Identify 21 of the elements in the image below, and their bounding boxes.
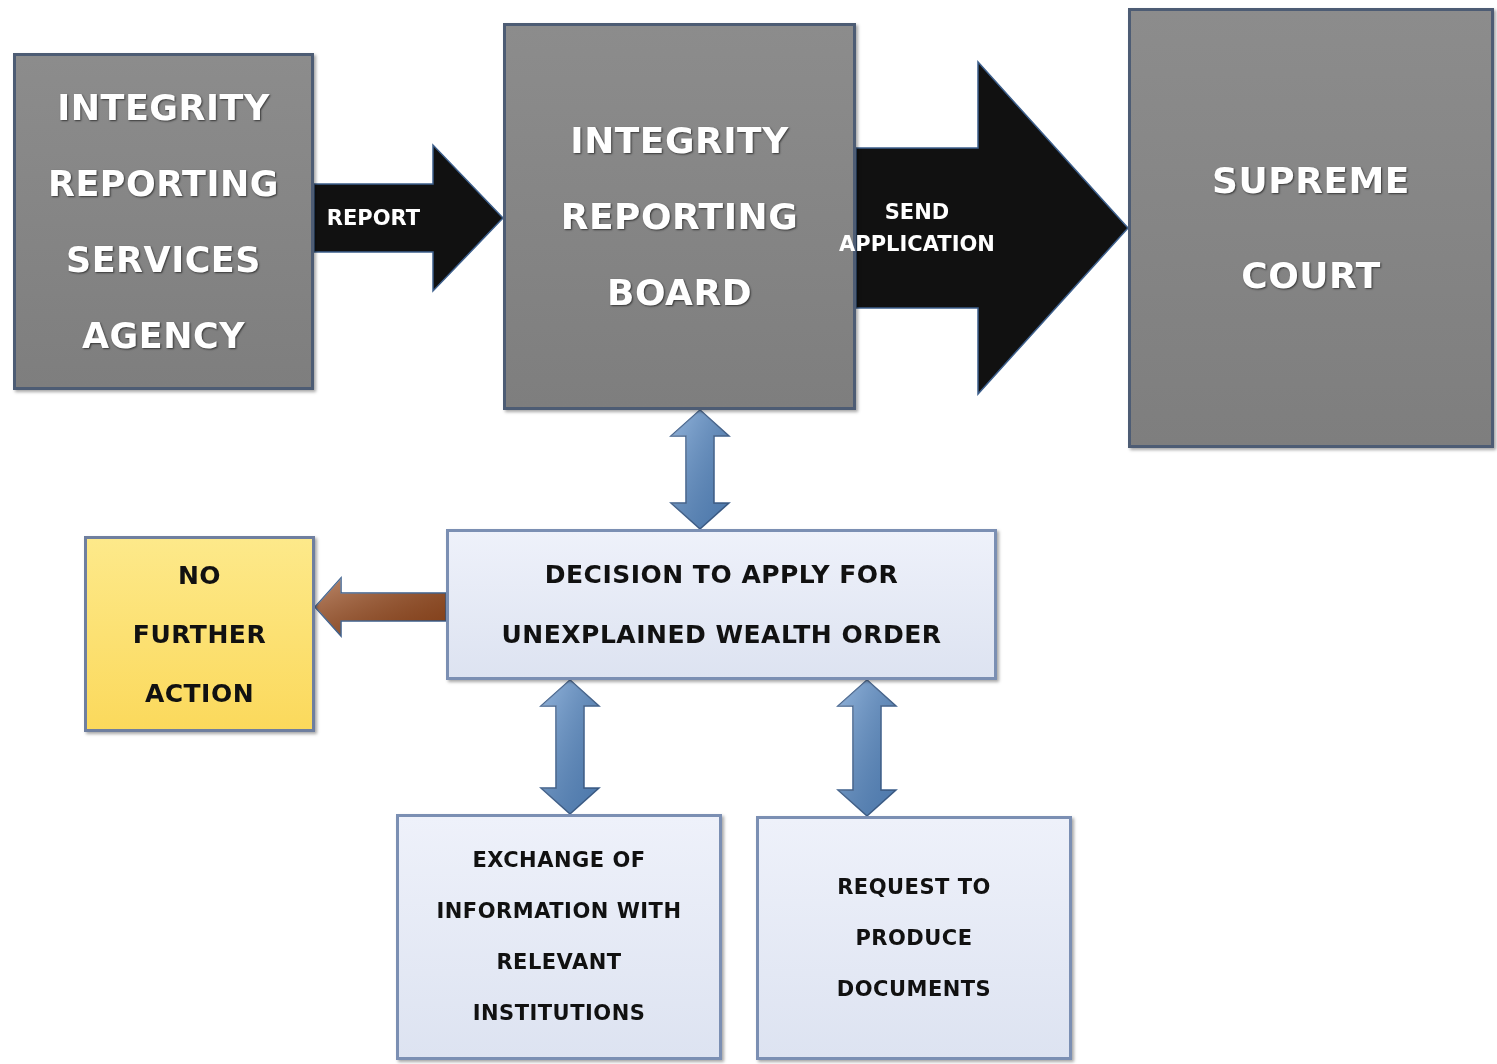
double-arrow	[539, 679, 601, 815]
process-box	[1128, 8, 1494, 448]
double-arrow	[836, 679, 898, 817]
edge-label: REPORT	[326, 205, 421, 232]
double-arrow	[314, 576, 447, 638]
box-text: REQUEST TO PRODUCE DOCUMENTS	[835, 873, 993, 1003]
process-box	[396, 814, 722, 1060]
box-text: INTEGRITY REPORTING SERVICES AGENCY	[46, 86, 281, 358]
edge-label: SEND APPLICATION	[838, 199, 996, 258]
block-arrow	[855, 60, 1129, 396]
process-box	[446, 529, 997, 680]
box-text: NO FURTHER ACTION	[131, 559, 268, 710]
process-box	[13, 53, 314, 390]
box-text: DECISION TO APPLY FOR UNEXPLAINED WEALTH ORDER	[500, 558, 943, 651]
box-text: INTEGRITY REPORTING BOARD	[559, 118, 800, 315]
process-box	[84, 536, 315, 732]
double-arrow	[669, 409, 731, 530]
box-text: SUPREME COURT	[1211, 159, 1411, 298]
block-arrow	[313, 143, 505, 293]
process-box	[756, 816, 1072, 1060]
box-text: EXCHANGE OF INFORMATION WITH RELEVANT INSTITUTIONS	[435, 847, 683, 1027]
